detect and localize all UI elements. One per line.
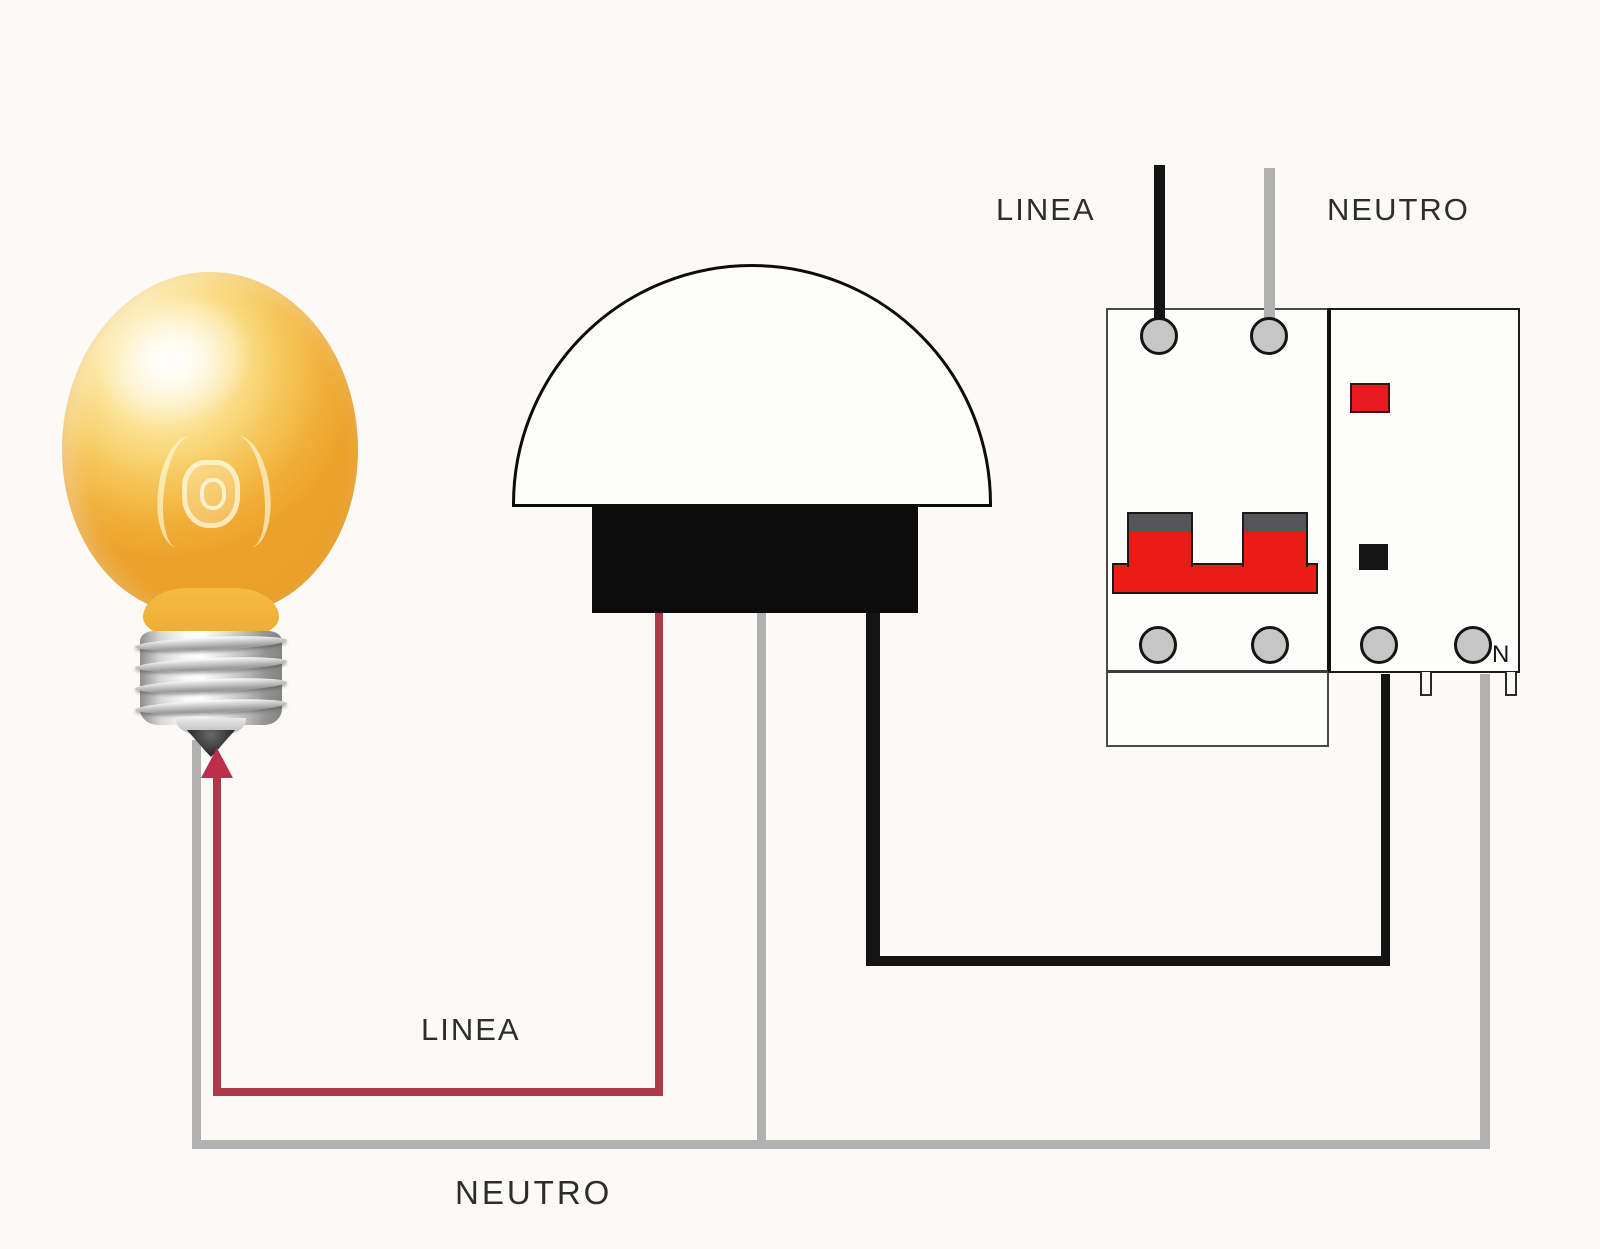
wire-breaker-line-down <box>1381 674 1390 966</box>
wire-photocell-line-lead <box>866 608 880 960</box>
screw-ridge <box>134 696 288 717</box>
label-neutro-bottom: NEUTRO <box>455 1174 613 1211</box>
wire-supply-neutral-top <box>1264 168 1275 336</box>
wire-switched-line-to-bulb <box>213 777 221 1096</box>
terminal-neutral-in <box>1250 317 1288 355</box>
screw-ridge <box>134 654 288 675</box>
wire-supply-line-top <box>1154 165 1165 336</box>
status-indicator-red <box>1350 383 1390 413</box>
photocell-base <box>592 505 918 613</box>
terminal-neutral-out <box>1454 626 1492 664</box>
terminal-line-out <box>1360 626 1398 664</box>
label-neutro-top: NEUTRO <box>1327 192 1470 227</box>
wire-neutral-bottom-run <box>192 1140 1490 1149</box>
terminal-bottom-2 <box>1251 626 1289 664</box>
din-rail-tab <box>1505 672 1517 696</box>
wire-neutral-to-breaker-n <box>1480 674 1490 1149</box>
wire-breaker-line-horizontal <box>866 956 1390 966</box>
terminal-n-label: N <box>1492 641 1510 668</box>
wire-bulb-neutral-down <box>192 740 201 1149</box>
terminal-line-in <box>1140 317 1178 355</box>
bulb-filament-stem <box>182 460 240 528</box>
wire-switched-line-horizontal <box>213 1088 663 1096</box>
terminal-bottom-1 <box>1139 626 1177 664</box>
arrow-up-icon <box>201 748 233 778</box>
status-indicator-black <box>1359 544 1388 570</box>
switch-linking-bar <box>1112 563 1318 594</box>
screw-ridge <box>134 675 288 696</box>
switch-handle-right <box>1242 531 1308 567</box>
switch-handle-cap-right <box>1242 512 1308 531</box>
switch-handle-cap-left <box>1127 512 1193 531</box>
wire-photocell-neutral-lead <box>757 608 766 1149</box>
bulb-filament-stem-inner <box>200 478 226 510</box>
din-rail-tab <box>1420 672 1432 696</box>
photocell-dome <box>512 264 992 507</box>
breaker-indicator-module <box>1327 308 1520 673</box>
bulb-screw-base <box>134 631 288 725</box>
label-linea-top: LINEA <box>996 192 1096 227</box>
label-linea-bottom: LINEA <box>421 1012 521 1047</box>
screw-ridge <box>134 633 288 654</box>
wire-photocell-switched-lead <box>655 608 663 1096</box>
breaker-terminal-separator <box>1107 670 1328 673</box>
switch-handle-left <box>1127 531 1193 567</box>
